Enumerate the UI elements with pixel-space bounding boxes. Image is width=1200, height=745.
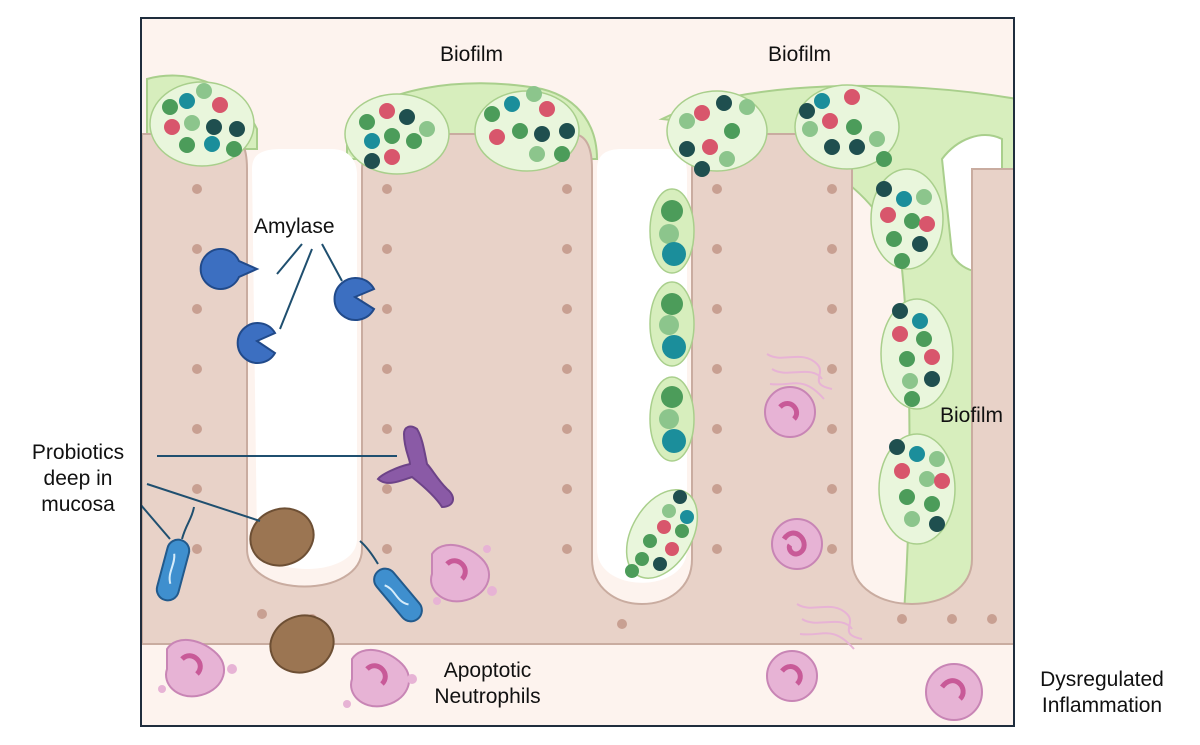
biofilm-cluster-top-right-1 [666, 90, 768, 177]
neutrophil-extracellular-trap-2 [796, 603, 863, 650]
epithelial-nuclei [192, 184, 997, 629]
probiotic-rod-2 [359, 540, 423, 623]
probiotic-oval-1 [249, 507, 315, 567]
dendritic-cell [376, 425, 454, 509]
biofilm-cluster-top-left [149, 81, 255, 167]
lumen-left [252, 149, 357, 569]
apoptotic-neutrophil-1 [430, 543, 497, 605]
neutrophil-4 [925, 663, 983, 721]
amylase-label: Amylase [254, 215, 335, 238]
neutrophil-2 [771, 518, 823, 570]
dysregulated-label-line-2: Inflammation [1041, 694, 1163, 717]
biofilm-cluster-top-right-2 [794, 84, 900, 170]
biofilm-cluster-right-column [870, 168, 956, 545]
probiotics-label: Probiotics deep in mucosa [18, 440, 138, 518]
probiotic-pointer-lines [142, 455, 397, 540]
diagram-frame: Biofilm Biofilm Biofilm Amylase [140, 17, 1015, 727]
biofilm-cluster-top-middle-1 [344, 93, 450, 175]
probiotic-rod-1 [155, 506, 195, 602]
amylase-pointer-lines [276, 243, 343, 330]
amylase-enzyme-3 [333, 277, 376, 321]
probiotic-oval-2 [269, 614, 335, 674]
dysregulated-label-line-1: Dysregulated [1040, 668, 1164, 691]
dysregulated-inflammation-label: Dysregulated Inflammation [1022, 667, 1182, 719]
probiotics-label-line-1: Probiotics [31, 441, 125, 464]
amylase-enzyme-1 [199, 248, 260, 290]
biofilm-label-2: Biofilm [768, 43, 832, 66]
neutrophil-3 [766, 650, 818, 702]
neutrophil-1 [764, 386, 816, 438]
biofilm-label-1: Biofilm [440, 43, 504, 66]
biofilm-cluster-crypt-wall [625, 188, 699, 579]
apoptotic-label-line-2: Neutrophils [434, 685, 541, 708]
probiotics-label-line-2: deep in [43, 467, 113, 490]
probiotics-label-line-3: mucosa [41, 493, 115, 516]
neutrophil-extracellular-trap-1 [766, 353, 833, 400]
apoptotic-neutrophil-3 [343, 648, 417, 708]
epithelium-band [142, 133, 1013, 645]
biofilm-label-3: Biofilm [940, 404, 1004, 427]
apoptotic-label-line-1: Apoptotic [443, 659, 532, 682]
gut-mucosa-illustration [142, 74, 1013, 721]
apoptotic-neutrophil-2 [158, 638, 237, 698]
biofilm-cluster-top-middle-2 [474, 86, 580, 172]
amylase-enzyme-2 [236, 322, 277, 364]
apoptotic-neutrophils-label: Apoptotic Neutrophils [420, 658, 555, 710]
